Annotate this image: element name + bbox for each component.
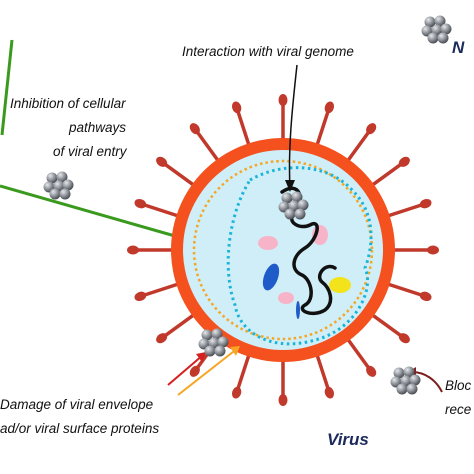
spike-stalk — [370, 313, 406, 340]
label-entry-line2: pathways — [69, 120, 127, 135]
label-genome-interaction: Interaction with viral genome — [182, 44, 354, 59]
viral-interior — [183, 150, 383, 350]
green-line-diagonal — [0, 184, 176, 238]
spike-protein-icon — [278, 94, 288, 106]
spike-protein-icon — [134, 291, 147, 302]
label-receptor-line2: rece — [445, 402, 472, 417]
viral-genome — [280, 186, 337, 316]
label-entry-line3: of viral entry — [53, 144, 127, 159]
spike-stalk — [370, 160, 406, 187]
genome-arrow — [288, 64, 298, 189]
pink-vesicle — [258, 236, 278, 250]
yellow-granule — [329, 277, 351, 293]
spike-protein-icon — [189, 123, 200, 135]
spike-protein-icon — [189, 365, 200, 377]
spike-stalk — [234, 354, 251, 394]
spike-protein-icon — [398, 156, 410, 167]
label-receptor-line1: Bloc — [445, 378, 472, 393]
spike-stalk — [315, 354, 332, 394]
spike-stalk — [234, 106, 251, 146]
spike-stalk — [160, 160, 196, 187]
spike-protein-icon — [231, 386, 242, 399]
spike-protein-icon — [419, 198, 432, 209]
spike-protein-icon — [366, 123, 377, 135]
spike-stalk — [139, 282, 179, 299]
nanoparticle-cluster-icon — [43, 171, 74, 200]
spike-protein-icon — [156, 156, 168, 167]
genome-arrowhead — [285, 180, 295, 192]
envelope-dotted-ring — [192, 159, 374, 341]
spike-protein-icon — [419, 291, 432, 302]
label-entry-line1: Inhibition of cellular — [10, 96, 126, 111]
spike-protein-icon — [366, 365, 377, 377]
blue-granule — [262, 263, 280, 291]
envelope-arrowhead-red — [196, 352, 206, 362]
envelope-arrow-red — [167, 354, 204, 386]
spike-stalk — [346, 337, 373, 373]
pink-vesicle — [278, 292, 294, 304]
spike-protein-icon — [231, 101, 242, 114]
label-top-right: N — [452, 38, 465, 57]
green-line-vertical — [0, 39, 14, 136]
label-envelope-line2: ad/or viral surface proteins — [0, 421, 160, 436]
spike-stalk — [315, 106, 332, 146]
spike-stalk — [387, 201, 427, 218]
spike-stalk — [346, 127, 373, 163]
spike-protein-icon — [156, 333, 168, 344]
spike-stalk — [139, 201, 179, 218]
spike-protein-icon — [398, 333, 410, 344]
spike-protein-icon — [427, 245, 439, 255]
envelope-arrowhead-yellow — [230, 346, 240, 356]
envelope-arrow-yellow — [177, 347, 239, 396]
spike-stalk — [160, 313, 196, 340]
label-virus-title: Virus — [327, 430, 369, 449]
spike-proteins — [127, 94, 439, 406]
spike-protein-icon — [324, 101, 335, 114]
spike-protein-icon — [134, 198, 147, 209]
spike-protein-icon — [324, 386, 335, 399]
nanoparticle-cluster-icon — [421, 15, 452, 44]
spike-protein-icon — [278, 394, 288, 406]
label-envelope-line1: Damage of viral envelope — [0, 397, 154, 412]
spike-stalk — [193, 127, 220, 163]
spike-protein-icon — [127, 245, 139, 255]
spike-stalk — [387, 282, 427, 299]
blue-granule — [296, 301, 300, 319]
